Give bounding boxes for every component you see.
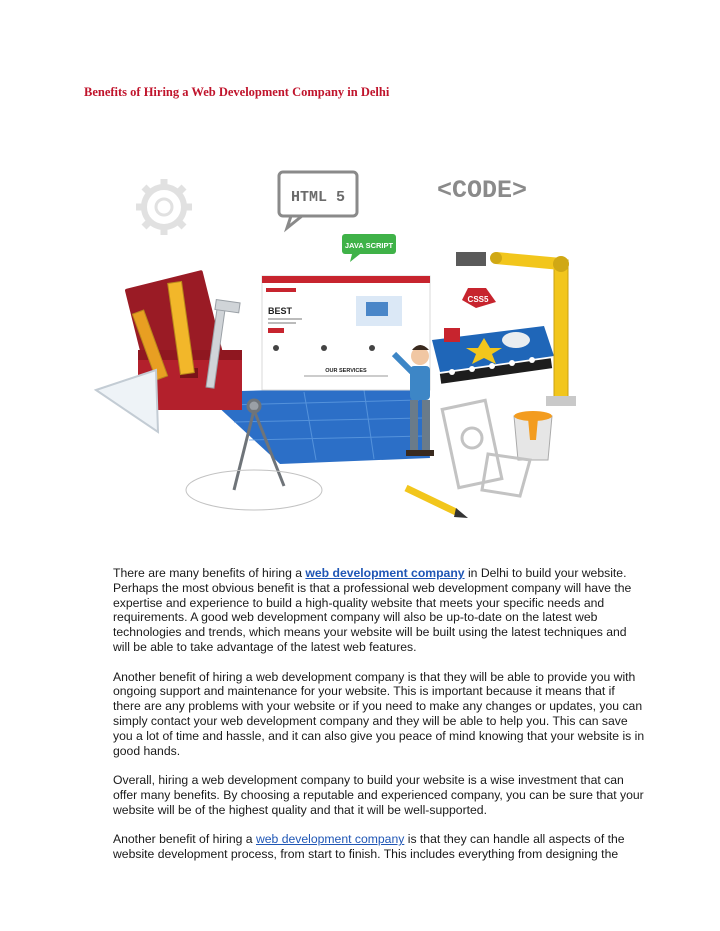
pencil-icon (404, 484, 468, 518)
paragraph-1-intro: There are many benefits of hiring a (113, 566, 306, 580)
paragraph-2: Another benefit of hiring a web developm… (113, 669, 645, 758)
paragraph-1-rest: in Delhi to build your website. Perhaps … (113, 566, 632, 654)
mock-website: BEST OUR SERVICES (261, 275, 431, 391)
mock-hero-text: BEST (268, 306, 293, 316)
paint-bucket-icon (513, 411, 553, 461)
javascript-label: JAVA SCRIPT (345, 241, 394, 250)
paragraph-4: Another benefit of hiring a web developm… (113, 832, 645, 862)
code-label: <CODE> (437, 176, 527, 205)
caliper-icon (205, 299, 241, 389)
css5-badge: CSS5 (462, 288, 496, 308)
javascript-badge: JAVA SCRIPT (342, 234, 396, 262)
web-development-illustration: HTML 5 <CODE> JAVA SCRIPT (93, 170, 576, 518)
mock-services-heading: OUR SERVICES (325, 368, 367, 374)
paragraph-4-rest: is that they can handle all aspects of t… (113, 832, 625, 862)
conveyor-belt (432, 326, 554, 384)
css5-label: CSS5 (468, 295, 489, 304)
html5-speech-bubble: HTML 5 (277, 170, 359, 233)
design-board (440, 398, 532, 498)
star-icon (466, 338, 502, 364)
article-body: There are many benefits of hiring a web … (113, 566, 645, 877)
web-development-company-link[interactable]: web development company (305, 566, 465, 580)
set-square-icon (93, 368, 160, 434)
compass-icon (185, 398, 323, 511)
paragraph-3: Overall, hiring a web development compan… (113, 773, 644, 817)
robotic-crane (456, 252, 576, 406)
ruler-icon (131, 280, 195, 381)
paragraph-1: There are many benefits of hiring a web … (113, 566, 645, 655)
document-title: Benefits of Hiring a Web Development Com… (84, 85, 390, 99)
html5-label: HTML 5 (291, 189, 345, 206)
paragraph-4-intro: Another benefit of hiring a (113, 832, 256, 847)
developer-figure (391, 345, 434, 456)
gear-icon (136, 179, 192, 235)
web-development-company-link-2[interactable]: web development company (255, 832, 405, 847)
